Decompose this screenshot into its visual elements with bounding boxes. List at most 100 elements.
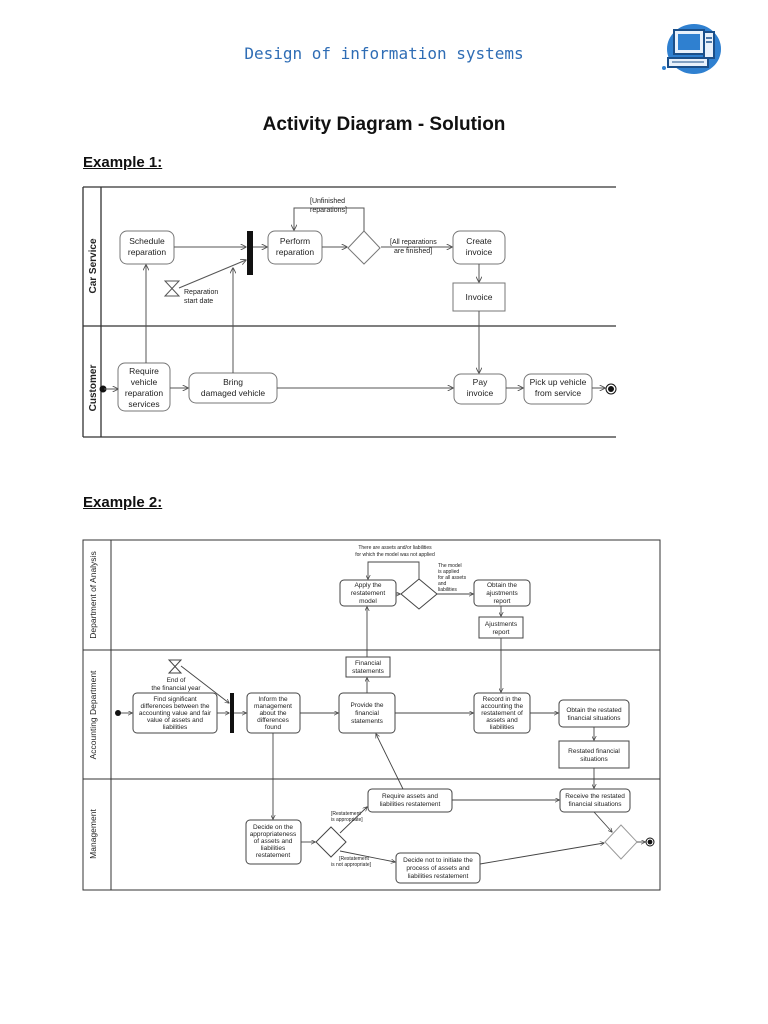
record-label-5: liabilities <box>490 724 515 731</box>
inform-label-3: about the <box>259 710 286 717</box>
initial-node <box>115 710 121 716</box>
restated-fs-label-1: Restated financial <box>568 748 620 755</box>
apply-label-3: model <box>359 598 377 605</box>
require-label-1: Require <box>129 366 159 376</box>
schedule-label-2: reparation <box>128 247 167 257</box>
require-label-2: vehicle <box>131 377 158 387</box>
record-label-4: assets and <box>486 717 518 724</box>
record-label-1: Record in the <box>483 696 522 703</box>
example1-activity-diagram: Car Service Customer Schedule <box>82 186 617 438</box>
guard-applied-2: is applied <box>438 569 459 575</box>
guard-unfinished-1: [Unfinished <box>310 198 345 205</box>
example2-activity-diagram: Department of Analysis Accounting Depart… <box>82 539 661 891</box>
timer-label-1: Reparation <box>184 289 218 296</box>
provide-label-1: Provide the <box>351 702 384 709</box>
guard-applied-3: for all assets <box>438 575 467 581</box>
find-label-5: liabilities <box>163 724 188 731</box>
guard-appropriate-2: is appropriate] <box>331 817 363 823</box>
guard-not-applied-1: There are assets and/or liabilities <box>358 545 432 551</box>
document-title: Activity Diagram - Solution <box>262 114 506 135</box>
inform-label-2: management <box>254 703 292 710</box>
invoice-label: Invoice <box>466 292 493 302</box>
decide-not-label-2: process of assets and <box>406 865 470 872</box>
guard-finished-1: [All reparations <box>390 239 437 246</box>
record-label-3: restatement of <box>481 710 523 717</box>
inform-label-1: Inform the <box>258 696 288 703</box>
decide-not-label-1: Decide not to initiate the <box>403 857 473 864</box>
provide-label-3: statements <box>351 718 384 725</box>
guard-applied-5: liabilities <box>438 587 457 593</box>
lane-accounting: Accounting Department <box>88 670 98 759</box>
timer-label-2: the financial year <box>151 685 201 692</box>
model-decision <box>400 578 438 610</box>
schedule-label-1: Schedule <box>129 236 165 246</box>
inform-label-5: found <box>265 724 282 731</box>
timer-label-2: start date <box>184 298 213 305</box>
obtain-adjustments-action <box>473 579 531 607</box>
receive-restated-action <box>559 788 631 813</box>
pickup-vehicle-action <box>523 373 593 405</box>
obtain-restated-label-1: Obtain the restated <box>566 707 622 714</box>
lane-customer: Customer <box>88 365 99 412</box>
fork-bar <box>230 693 234 733</box>
record-label-2: accounting the <box>481 703 524 710</box>
timer-event <box>163 280 181 297</box>
bring-label-1: Bring <box>223 377 243 387</box>
initial-node <box>99 385 107 393</box>
guard-applied-1: The model <box>438 563 462 569</box>
guard-unfinished-2: reparations] <box>310 207 347 214</box>
fin-statements-label-2: statements <box>352 668 385 675</box>
find-label-4: value of assets and <box>147 717 203 724</box>
timer-label-1: End of <box>167 677 186 684</box>
lane-car-service: Car Service <box>88 238 99 293</box>
pickup-label-1: Pick up vehicle <box>530 377 587 387</box>
inform-label-4: differences <box>257 717 289 724</box>
header-title: Design of information systems <box>244 44 524 63</box>
decide-label-1: Decide on the <box>253 824 293 831</box>
create-invoice-label-1: Create <box>466 236 492 246</box>
decide-not-action <box>395 852 481 884</box>
perform-label-2: reparation <box>276 247 315 257</box>
require-label-1: Require assets and <box>382 793 438 800</box>
fork-bar <box>247 231 253 275</box>
decide-label-2: appropriateness <box>250 831 297 838</box>
obtain-restated-label-2: financial situations <box>567 715 621 722</box>
decide-not-label-3: liabilities restatement <box>408 873 469 880</box>
timer-event <box>167 659 183 674</box>
obtain-adj-label-1: Obtain the <box>487 582 517 589</box>
find-label-3: accounting value and fair <box>139 710 212 717</box>
find-label-1: Find significant <box>153 696 197 703</box>
require-restatement-action <box>367 788 453 813</box>
restated-situations-object <box>558 740 630 769</box>
decide-label-3: of assets and <box>254 838 293 845</box>
guard-not-appropriate-2: is not appropriate] <box>331 862 372 868</box>
create-invoice-label-2: invoice <box>466 247 493 257</box>
adj-report-label-1: Ajustments <box>485 621 518 628</box>
decide-label-4: liabilities <box>261 845 286 852</box>
decision-diamond <box>347 230 381 265</box>
apply-label-2: restatement <box>351 590 386 597</box>
example1-heading: Example 1: <box>83 154 163 171</box>
pay-label-1: Pay <box>473 377 488 387</box>
guard-not-applied-2: for which the model was not applied <box>355 552 435 558</box>
receive-label-2: financial situations <box>568 801 622 808</box>
find-label-2: differences between the <box>141 703 210 710</box>
example2-heading: Example 2: <box>83 494 163 511</box>
require-label-3: reparation <box>125 388 164 398</box>
computer-icon <box>662 24 721 74</box>
guard-finished-2: are finished] <box>394 248 432 255</box>
restated-fs-label-2: situations <box>580 756 608 763</box>
require-label-2: liabilities restatement <box>380 801 441 808</box>
guard-not-appropriate-1: [Restatement <box>339 856 369 862</box>
guard-applied-4: and <box>438 581 447 587</box>
require-label-4: services <box>128 399 159 409</box>
merge-diamond <box>604 824 638 860</box>
perform-label-1: Perform <box>280 236 310 246</box>
receive-label-1: Receive the restated <box>565 793 625 800</box>
apply-label-1: Apply the <box>354 582 381 589</box>
pay-label-2: invoice <box>467 388 494 398</box>
guard-appropriate-1: [Restatement <box>331 811 361 817</box>
lane-management: Management <box>88 809 98 859</box>
fin-statements-label-1: Financial <box>355 660 382 667</box>
adj-report-label-2: report <box>493 629 510 636</box>
